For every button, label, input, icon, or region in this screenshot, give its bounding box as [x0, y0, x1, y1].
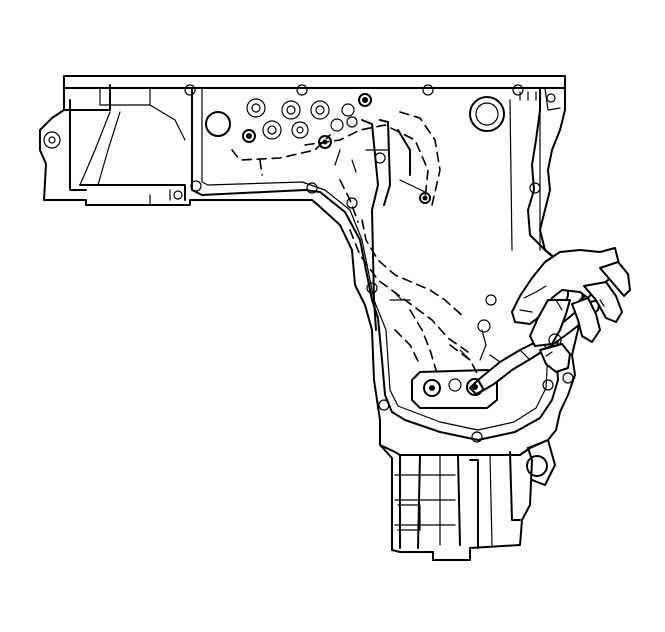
gasket-sealing-surface [191, 87, 569, 441]
case-outline [39, 75, 586, 456]
bolt-holes [184, 84, 574, 443]
case-channels [334, 119, 506, 373]
lower-extension-housing [379, 439, 556, 561]
hidden-passages-dashed [231, 111, 479, 376]
technician-hand [511, 247, 631, 373]
